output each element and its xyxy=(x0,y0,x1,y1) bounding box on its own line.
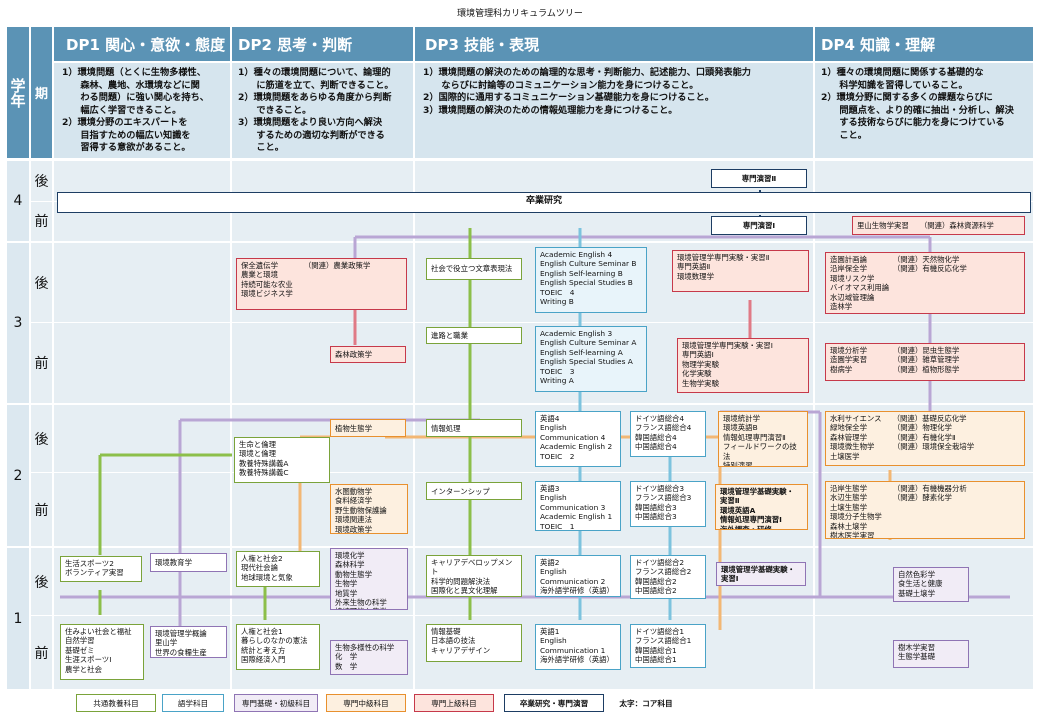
kanri-jisshu-2: 環境管理学専門実験・実習Ⅱ 専門英語Ⅱ 環境数理学 xyxy=(672,250,809,292)
kanri-jisshu-1: 環境管理学専門実験・実習Ⅰ 専門英語Ⅰ 物理学実験 化学実験 生物学実験 xyxy=(677,338,809,393)
joho-kiso: 情報基礎 日本語の技法 キャリアデザイン xyxy=(426,624,522,662)
legend-sotsugyo: 卒業研究・専門演習 xyxy=(504,694,604,712)
dp1-description: 1）環境問題（とくに生物多様性、 森林、農地、水環境などに関 わる問題）に強い関… xyxy=(54,63,230,158)
term-label: 前 xyxy=(34,356,49,372)
doitsu-4: ドイツ語総合4 フランス語総合4 韓国語総合4 中国語総合4 xyxy=(630,411,706,457)
term-label: 前 xyxy=(34,214,49,230)
legend-senmon-jokyu: 専門上級科目 xyxy=(414,694,494,712)
dp4-label: DP4 知識・理解 xyxy=(821,35,936,54)
jumoku-jisshu: 樹木学実習 生態学基礎 xyxy=(893,640,969,668)
term-label: 後 xyxy=(34,276,49,292)
ki-header: 期 xyxy=(31,27,52,158)
shizen-shikisai: 自然色彩学 食生活と健康 基礎土壌学 xyxy=(893,567,969,602)
dp1-label: DP1 関心・意欲・態度 xyxy=(66,35,226,54)
kankyo-bunseki: 環境分析学 （関連）昆虫生態学 造園学実習 （関連）雑草管理学 樹病学 （関連）… xyxy=(825,343,1025,381)
seimei-rinri: 生命と倫理 環境と倫理 教養特殊講義A 教養特殊講義C xyxy=(234,437,330,483)
shakai-bunsho: 社会で役立つ文章表現法 xyxy=(426,258,522,280)
dp3-header: DP3 技能・表現 xyxy=(415,27,813,61)
term-label: 後 xyxy=(34,174,49,190)
satoyama-jisshu: 里山生物学実習 （関連）森林資源科学 xyxy=(852,216,1025,235)
row-divider xyxy=(31,615,1033,616)
term-label: 前 xyxy=(34,502,49,519)
shinrin-seisaku: 森林政策学 xyxy=(330,346,406,363)
sotsugyo-kenkyu: 卒業研究 xyxy=(57,192,1031,213)
legend-senmon-chukyu: 専門中級科目 xyxy=(326,694,406,712)
row-divider xyxy=(7,403,1033,405)
term-label: 後 xyxy=(34,432,49,448)
kankyo-kyoiku: 環境教育学 xyxy=(150,553,227,572)
legend-core: 太字：コア科目 xyxy=(619,698,673,708)
zouen-keikaku: 造園計画論 （関連）天然物化学 沿岸保全学 （関連）有機反応化学 環境リスク学 … xyxy=(825,252,1025,314)
jinken-2: 人権と社会2 現代社会論 地球環境と気象 xyxy=(236,551,320,587)
eigo-2: 英語2 English Communication 2 海外語学研修（英語） xyxy=(535,555,621,597)
seikatsu-sports-2: 生活スポーツ2 ボランティア実習 xyxy=(60,556,142,582)
jinken-1: 人権と社会1 暮らしのなかの憲法 統計と考え方 国際経済入門 xyxy=(236,624,320,670)
legend-kyotsu: 共通教養科目 xyxy=(76,694,156,712)
col-divider xyxy=(29,161,31,689)
year-cell-2 xyxy=(7,405,29,546)
dp4-description: 1）種々の環境問題に関係する基礎的な 科学知識を習得していること。 2）環境分野… xyxy=(815,63,1033,158)
eigo-1: 英語1 English Communication 1 海外語学研修（英語） xyxy=(535,624,621,670)
dp1-header: DP1 関心・意欲・態度 xyxy=(54,27,230,61)
year-label-4: 4 xyxy=(13,193,23,209)
engan-seitai: 沿岸生態学 （関連）有機機器分析 水辺生態学 （関連）酵素化学 土壌生態学 環境… xyxy=(825,481,1025,539)
dp2-label: DP2 思考・判断 xyxy=(238,35,353,54)
shokubutsu-seitai: 植物生態学 xyxy=(330,419,406,437)
kankyo-gairon: 環境管理学概論 里山学 世界の食糧生産 xyxy=(150,626,227,658)
kankyo-tokei: 環境統計学 環境英語B 情報処理専門演習Ⅱ フィールドワークの技法 特別演習 xyxy=(718,411,808,467)
row-divider xyxy=(31,322,1033,323)
col-divider xyxy=(413,161,415,689)
col-divider xyxy=(813,161,815,689)
legend-gogaku: 語学科目 xyxy=(162,694,224,712)
suiri-science: 水利サイエンス （関連）基礎反応化学 緑地保全学 （関連）物理化学 森林管理学 … xyxy=(825,411,1025,466)
row-divider xyxy=(31,472,1033,473)
internship: インターンシップ xyxy=(426,482,522,500)
senmon-enshu-2: 専門演習Ⅱ xyxy=(711,169,807,188)
kiso-jikken-1: 環境管理学基礎実験・ 実習Ⅰ xyxy=(716,562,806,586)
kankyo-kagaku: 環境化学 森林科学 動物生態学 生物学 地質学 外来生物の科学 持続可能な農業 xyxy=(330,548,408,610)
doitsu-2: ドイツ語総合2 フランス語総合2 韓国語総合2 中国語総合2 xyxy=(630,555,706,599)
suiken-dobutsu: 水圏動物学 食料経済学 野生動物保護論 環境関連法 環境政策学 xyxy=(330,484,408,534)
legend-senmon-kiso: 専門基礎・初級科目 xyxy=(234,694,318,712)
col-divider xyxy=(52,161,54,689)
academic-english-3: Academic English 3 English Culture Semin… xyxy=(535,326,647,392)
dp2-header: DP2 思考・判断 xyxy=(232,27,413,61)
row-divider xyxy=(7,546,1033,548)
joho-shori: 情報処理 xyxy=(426,419,522,437)
year-cell-4 xyxy=(7,161,29,241)
doitsu-1: ドイツ語総合1 フランス語総合1 韓国語総合1 中国語総合1 xyxy=(630,624,706,668)
page-title: 環境管理科カリキュラムツリー xyxy=(457,9,583,19)
year-cell-3 xyxy=(7,243,29,403)
year-label-1: 1 xyxy=(13,610,23,627)
hozen-iden: 保全遺伝学 （関連）農業政策学 農業と環境 持続可能な农业 環境ビジネス学 xyxy=(236,258,407,310)
gakunen-header: 学年 xyxy=(7,27,29,158)
dp4-header: DP4 知識・理解 xyxy=(815,27,1033,61)
dp2-description: 1）種々の環境問題について、論理的 に筋道を立て、判断できること。 2）環境問題… xyxy=(232,63,413,158)
academic-english-4: Academic English 4 English Culture Semin… xyxy=(535,247,647,313)
term-label: 前 xyxy=(34,645,49,662)
term-label: 後 xyxy=(34,575,49,591)
shinro-shokugyo: 進路と職業 xyxy=(426,327,522,344)
year-label-3: 3 xyxy=(13,315,23,331)
eigo-3: 英語3 English Communication 3 Academic Eng… xyxy=(535,481,621,531)
sumiyoi-shakai: 住みよい社会と福祉 自然学習 基礎ゼミ 生涯スポーツⅠ 農学と社会 xyxy=(60,624,144,680)
eigo-4: 英語4 English Communication 4 Academic Eng… xyxy=(535,411,621,467)
doitsu-3: ドイツ語総合3 フランス語総合3 韓国語総合3 中国語総合3 xyxy=(630,481,706,527)
row-divider xyxy=(7,241,1033,243)
senmon-enshu-1: 専門演習Ⅰ xyxy=(711,216,807,235)
career-development: キャリアデベロップメント 科学的問題解決法 国際化と異文化理解 データリテラシー… xyxy=(426,555,522,597)
year-cell-1 xyxy=(7,548,29,689)
seibutsu-tayosei: 生物多様性の科学 化 学 数 学 xyxy=(330,640,408,675)
dp3-label: DP3 技能・表現 xyxy=(425,35,540,54)
year-label-2: 2 xyxy=(13,467,23,484)
col-divider xyxy=(230,161,232,689)
dp3-description: 1）環境問題の解決のための論理的な思考・判断能力、記述能力、口頭発表能力 ならび… xyxy=(415,63,813,158)
kiso-jikken-2: 環境管理学基礎実験・ 実習Ⅱ 環境英語A 情報処理専門演習Ⅰ 海外調査・研修 xyxy=(715,484,808,530)
